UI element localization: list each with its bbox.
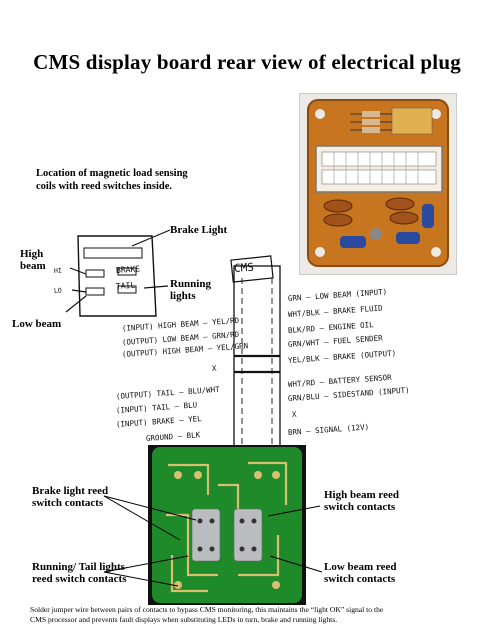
running-lights-label-line-1: Running (170, 278, 211, 290)
location-note: Location of magnetic load sensing coils … (36, 167, 266, 193)
brake-reed-label-line-2: switch contacts (32, 497, 104, 509)
running-lights-label: Running lights (170, 278, 211, 302)
high-reed-label-line-2: switch contacts (324, 501, 396, 513)
footer-caption: Solder jumper wire between pairs of cont… (30, 605, 470, 625)
running-reed-label-line-2: reed switch contacts (32, 573, 127, 585)
caption-line-2: CMS processor and prevents fault display… (30, 615, 338, 624)
low-beam-label: Low beam (12, 318, 62, 330)
high-beam-label-line-2: beam (20, 260, 46, 272)
running-reed-label: Running/ Tail lights reed switch contact… (32, 561, 127, 585)
location-note-line-1: Location of magnetic load sensing (36, 168, 188, 179)
brake-light-label: Brake Light (170, 224, 228, 236)
pcb-illustration (152, 447, 302, 603)
caption-line-1: Solder jumper wire between pairs of cont… (30, 605, 384, 614)
brake-reed-label: Brake light reed switch contacts (32, 485, 108, 509)
running-lights-label-line-2: lights (170, 290, 196, 302)
low-reed-label-line-2: switch contacts (324, 573, 396, 585)
high-beam-label: High beam (20, 248, 46, 272)
high-reed-label-line-1: High beam reed (324, 489, 399, 501)
low-reed-label-line-1: Low beam reed (324, 561, 397, 573)
cms-board-illustration (307, 99, 449, 267)
high-beam-label-line-1: High (20, 248, 44, 260)
page-title: CMS display board rear view of electrica… (33, 50, 461, 74)
running-reed-label-line-1: Running/ Tail lights (32, 561, 125, 573)
location-note-line-2: coils with reed switches inside. (36, 181, 173, 192)
high-reed-label: High beam reed switch contacts (324, 489, 399, 513)
low-reed-label: Low beam reed switch contacts (324, 561, 397, 585)
cms-board-photo (299, 93, 457, 275)
brake-reed-label-line-1: Brake light reed (32, 485, 109, 497)
pcb-photo (148, 445, 306, 605)
